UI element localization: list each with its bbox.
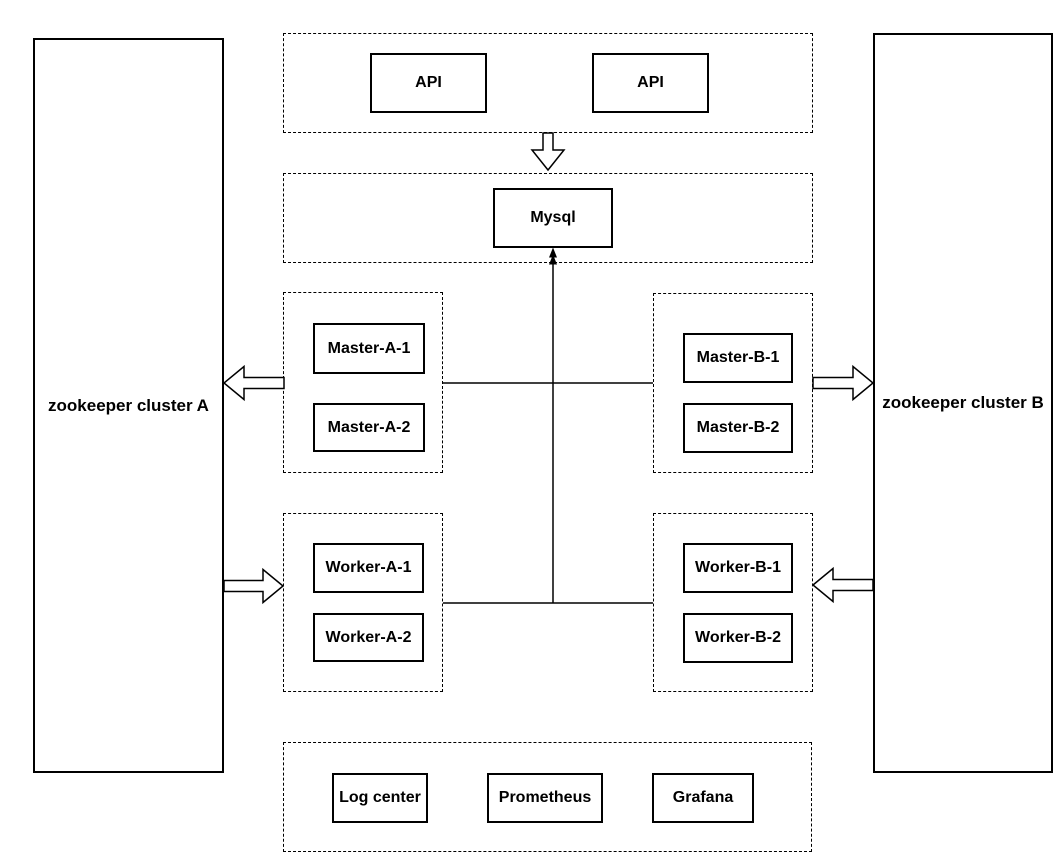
zookeeper-cluster-b-label: zookeeper cluster B xyxy=(882,393,1044,412)
worker-a-2-label: Worker-A-2 xyxy=(325,628,412,646)
arrow-zookeeper-a-to-worker-a-icon xyxy=(223,567,285,605)
worker-a-1-node: Worker-A-1 xyxy=(313,543,424,593)
master-a-2-label: Master-A-2 xyxy=(327,418,411,436)
arrow-api-to-mysql-icon xyxy=(530,132,566,172)
prometheus-node: Prometheus xyxy=(487,773,603,823)
api-2-node: API xyxy=(592,53,709,113)
api-1-label: API xyxy=(415,74,442,91)
arrow-master-b-to-zookeeper-b-icon xyxy=(812,364,875,402)
worker-b-2-node: Worker-B-2 xyxy=(683,613,793,663)
grafana-node: Grafana xyxy=(652,773,754,823)
mysql-node: Mysql xyxy=(493,188,613,248)
grafana-label: Grafana xyxy=(672,789,734,806)
mysql-label: Mysql xyxy=(530,209,576,226)
master-a-2-node: Master-A-2 xyxy=(313,403,425,452)
worker-b-1-label: Worker-B-1 xyxy=(695,559,781,576)
master-a-1-node: Master-A-1 xyxy=(313,323,425,374)
master-a-1-label: Master-A-1 xyxy=(327,339,411,357)
log-center-node: Log center xyxy=(332,773,428,823)
master-b-2-label: Master-B-2 xyxy=(696,419,780,436)
master-b-1-node: Master-B-1 xyxy=(683,333,793,383)
zookeeper-cluster-a-label: zookeeper cluster A xyxy=(48,395,209,415)
log-center-label: Log center xyxy=(339,789,421,806)
master-b-2-node: Master-B-2 xyxy=(683,403,793,453)
prometheus-label: Prometheus xyxy=(498,789,592,806)
worker-b-group-container xyxy=(653,513,813,692)
worker-a-1-label: Worker-A-1 xyxy=(325,559,412,576)
worker-a-2-node: Worker-A-2 xyxy=(313,613,424,662)
api-group-container xyxy=(283,33,813,133)
arrow-master-a-to-zookeeper-a-icon xyxy=(222,364,285,402)
api-2-label: API xyxy=(637,74,664,91)
worker-b-1-node: Worker-B-1 xyxy=(683,543,793,593)
monitoring-group-container xyxy=(283,742,812,852)
api-1-node: API xyxy=(370,53,487,113)
worker-b-2-label: Worker-B-2 xyxy=(695,629,781,646)
master-b-1-label: Master-B-1 xyxy=(696,349,780,366)
mysql-group-container xyxy=(283,173,813,263)
arrow-zookeeper-b-to-worker-b-icon xyxy=(811,566,874,604)
worker-a-group-container xyxy=(283,513,443,692)
zookeeper-cluster-a-box: zookeeper cluster A xyxy=(33,38,224,773)
zookeeper-cluster-b-box: zookeeper cluster B xyxy=(873,33,1053,773)
